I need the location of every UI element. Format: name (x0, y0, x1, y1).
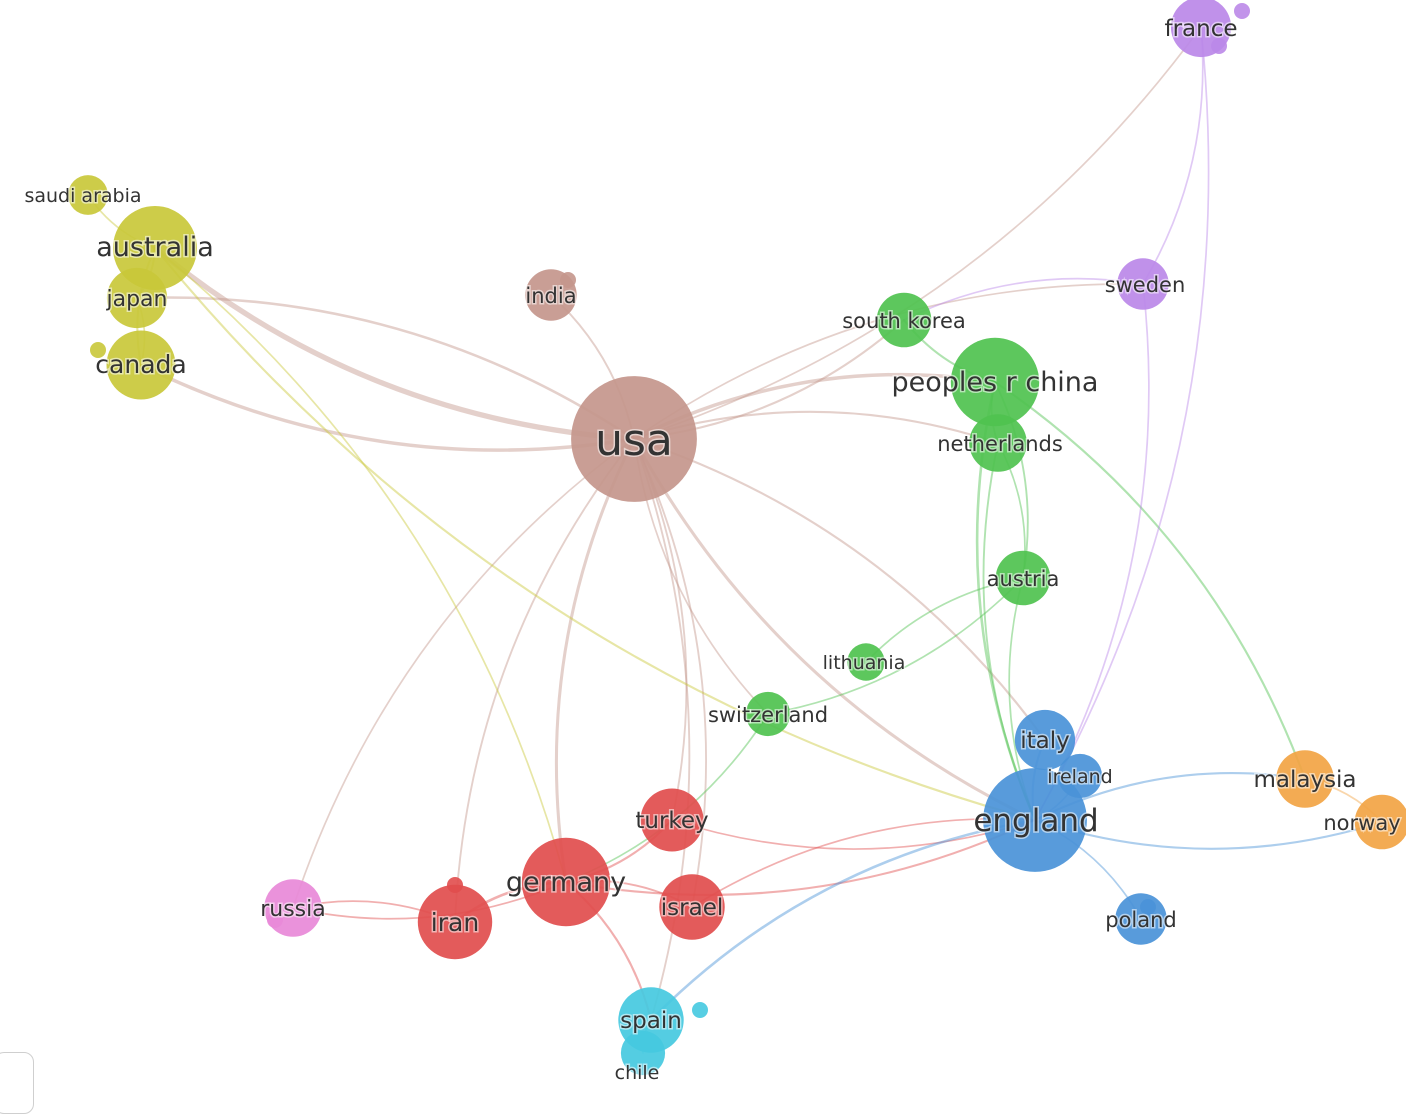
label-saudi-arabia: saudi arabia (24, 185, 141, 207)
label-poland: poland (1105, 908, 1177, 932)
label-south-korea: south korea (842, 309, 966, 333)
node-usa[interactable] (571, 376, 697, 502)
labels-layer: usa india australia japan canada saudi arabia… (23, 15, 1402, 1086)
link-peoples-r-china-malaysia (993, 380, 1307, 781)
label-austria: austria (987, 567, 1060, 591)
label-netherlands: netherlands (937, 432, 1063, 456)
link-usa-iran (454, 438, 635, 923)
link-france-england (1034, 26, 1210, 821)
node-norway[interactable] (1354, 794, 1406, 850)
link-austria-switzerland (767, 577, 1024, 715)
node-chile[interactable] (620, 1030, 666, 1076)
node-italy[interactable] (1014, 709, 1076, 771)
node-ireland[interactable] (1057, 753, 1103, 799)
label-iran: iran (431, 908, 479, 937)
label-canada: canada (95, 350, 186, 379)
link-germany-england (564, 818, 1037, 896)
link-usa-england (632, 437, 1037, 822)
node-canada[interactable] (106, 330, 176, 400)
label-switzerland: switzerland (708, 703, 828, 727)
label-sweden: sweden (1105, 273, 1186, 297)
node-iran[interactable] (417, 884, 493, 960)
node-saudi-arabia[interactable] (68, 175, 108, 215)
node-poland[interactable] (1115, 893, 1167, 945)
label-lithuania: lithuania (823, 652, 906, 674)
link-usa-australia (152, 245, 637, 442)
node-india[interactable] (525, 269, 577, 321)
node-japan[interactable] (106, 267, 168, 329)
node-peoples-r-china[interactable] (950, 337, 1040, 427)
label-norway: norway (1323, 811, 1400, 835)
label-peoples-r-china: peoples r china (892, 367, 1099, 398)
link-england-spain (649, 818, 1037, 1022)
node-germany[interactable] (521, 837, 611, 927)
link-netherlands-england (982, 442, 1036, 821)
link-usa-spain (633, 438, 691, 1021)
link-usa-italy (632, 437, 1047, 742)
link-sweden-france (1142, 26, 1204, 285)
node-france[interactable] (1170, 0, 1232, 58)
label-england: england (973, 803, 1098, 839)
link-usa-france (633, 26, 1202, 440)
label-spain: spain (620, 1008, 682, 1034)
label-france: france (1164, 16, 1237, 42)
link-usa-sweden (633, 283, 1144, 440)
unlabeled-node-6 (692, 1002, 708, 1018)
link-usa-germany (554, 437, 636, 884)
link-sweden-south-korea (903, 277, 1144, 321)
label-australia: australia (96, 232, 214, 263)
label-chile: chile (615, 1062, 660, 1084)
label-india: india (525, 284, 576, 308)
label-germany: germany (506, 867, 626, 898)
link-usa-israel (633, 438, 707, 908)
unlabeled-node-1 (1234, 3, 1250, 19)
label-israel: israel (661, 895, 723, 921)
label-malaysia: malaysia (1253, 767, 1356, 793)
label-russia: russia (260, 897, 326, 922)
label-ireland: ireland (1047, 766, 1112, 788)
label-usa: usa (595, 415, 673, 466)
node-austria[interactable] (995, 550, 1051, 606)
link-usa-canada (139, 363, 636, 452)
nodes-layer (68, 0, 1406, 1076)
node-lithuania[interactable] (847, 643, 885, 681)
unlabeled-node-4 (90, 342, 106, 358)
node-netherlands[interactable] (969, 414, 1027, 472)
link-australia-england (153, 246, 1037, 822)
node-switzerland[interactable] (745, 691, 791, 737)
node-south-korea[interactable] (876, 292, 932, 348)
panel-corner-handle[interactable] (0, 1052, 34, 1114)
label-italy: italy (1020, 728, 1070, 754)
node-sweden[interactable] (1117, 258, 1169, 310)
node-england[interactable] (983, 768, 1087, 872)
unlabeled-nodes-layer (90, 3, 1250, 1018)
node-malaysia[interactable] (1276, 750, 1334, 808)
node-turkey[interactable] (640, 788, 704, 852)
link-australia-germany (154, 247, 567, 883)
label-turkey: turkey (635, 808, 708, 834)
link-usa-russia (292, 438, 635, 909)
link-usa-japan (135, 296, 636, 441)
label-japan: japan (106, 287, 168, 312)
node-russia[interactable] (264, 879, 322, 937)
node-israel[interactable] (659, 874, 725, 940)
